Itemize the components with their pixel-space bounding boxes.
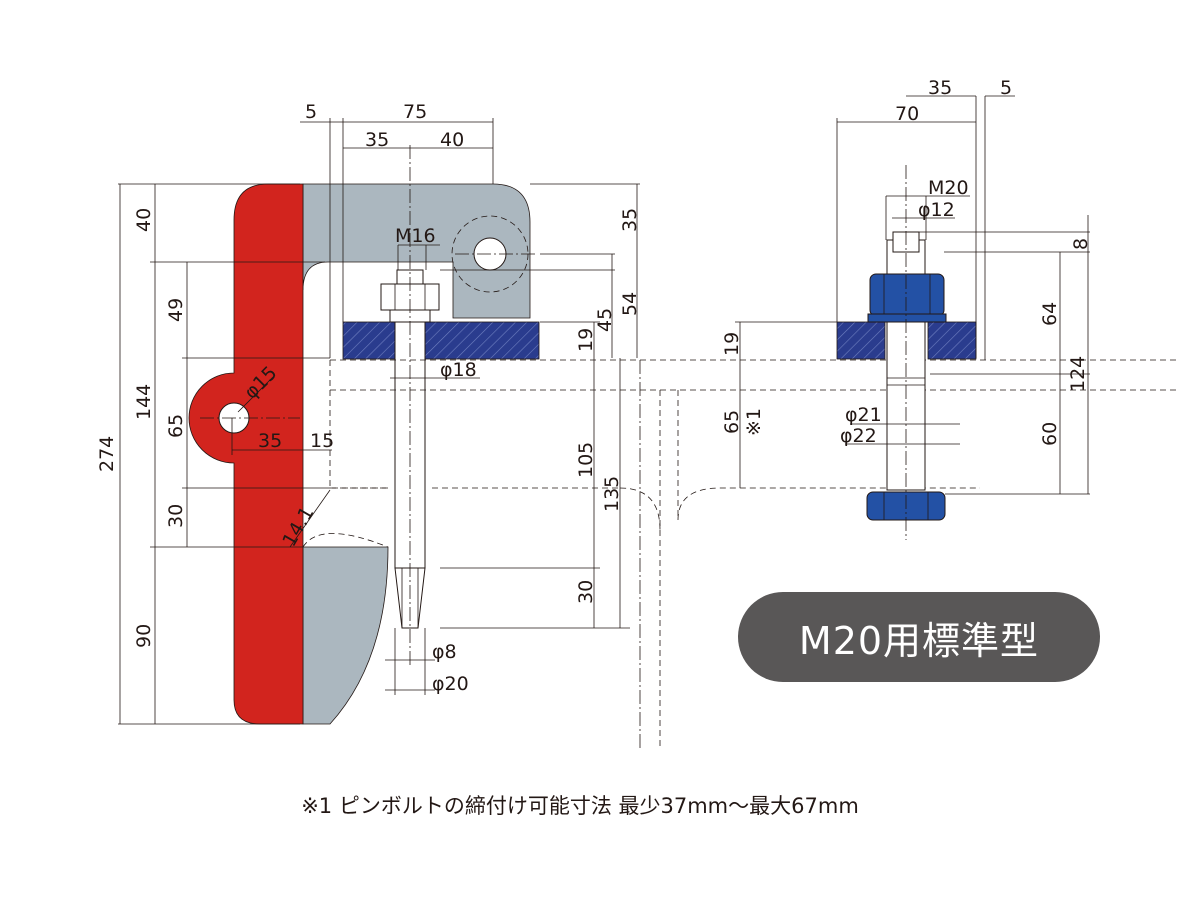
end-base-plate-right (927, 321, 977, 360)
end-dim-19: 19 (721, 332, 743, 356)
dim-right-19: 19 (575, 328, 597, 352)
end-dim-phi12: φ12 (918, 199, 955, 221)
model-badge: M20用標準型 (738, 592, 1100, 682)
dim-right-105: 105 (575, 442, 597, 478)
dim-right-45: 45 (594, 308, 616, 332)
dim-left-65: 65 (165, 414, 187, 438)
dim-right-135: 135 (601, 476, 623, 512)
dim-right-35: 35 (619, 208, 641, 232)
end-dim-35: 35 (928, 77, 952, 99)
end-view (735, 95, 1090, 540)
footnote-text: ※1 ピンボルトの締付け可能寸法 最少37mm〜最大67mm (301, 794, 859, 818)
end-note-mark: ※1 (743, 408, 765, 436)
end-dim-8: 8 (1070, 238, 1092, 250)
dim-top-40: 40 (440, 129, 464, 151)
side-view-labels: 5 75 35 40 274 40 144 49 65 30 90 φ15 35… (96, 101, 641, 695)
end-base-plate-left (836, 321, 886, 360)
end-dim-70: 70 (895, 103, 919, 125)
dim-top-75: 75 (403, 101, 427, 123)
dim-left-144: 144 (133, 384, 155, 420)
end-bolt-label: M20 (928, 177, 969, 199)
dim-left-90: 90 (133, 624, 155, 648)
clamp-plate-red (188, 183, 304, 725)
dim-left-30: 30 (165, 504, 187, 528)
end-dim-65: 65 (721, 410, 743, 434)
dim-horiz-15: 15 (310, 430, 334, 452)
dim-right-30: 30 (575, 580, 597, 604)
side-bolt-label: M16 (395, 225, 436, 247)
end-dim-phi22: φ22 (840, 425, 877, 447)
dim-phi20: φ20 (432, 673, 469, 695)
dim-top-35: 35 (365, 129, 389, 151)
dim-phi8: φ8 (432, 641, 457, 663)
end-dim-phi21: φ21 (845, 404, 882, 426)
dim-left-49: 49 (165, 298, 187, 322)
end-view-labels: 35 5 70 M20 φ12 8 64 124 60 19 65 ※1 φ21… (721, 77, 1092, 447)
dim-left-274: 274 (96, 436, 118, 472)
side-view (118, 118, 1180, 748)
end-dim-64: 64 (1039, 302, 1061, 326)
dim-horiz-35: 35 (258, 430, 282, 452)
end-dim-5: 5 (1000, 77, 1012, 99)
clamp-jaw-gray (302, 546, 389, 725)
dim-left-40: 40 (133, 208, 155, 232)
dim-top-5: 5 (305, 101, 317, 123)
clamp-body-gray (302, 183, 531, 319)
end-top-washer (867, 313, 947, 323)
side-base-plate (342, 321, 540, 360)
end-dim-60: 60 (1039, 422, 1061, 446)
end-dim-124: 124 (1067, 356, 1089, 392)
dim-phi18: φ18 (440, 359, 477, 381)
end-top-nut (869, 273, 945, 317)
dim-right-54: 54 (619, 292, 641, 316)
